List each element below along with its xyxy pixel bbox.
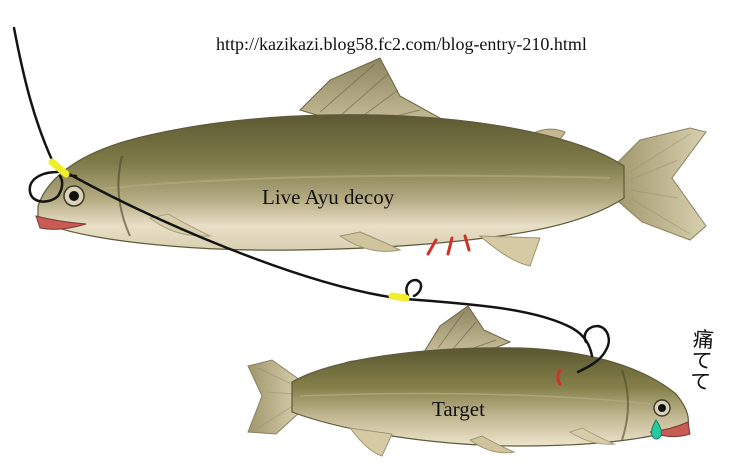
target-eye: [654, 400, 670, 416]
pain-exclamation: 痛てて: [681, 327, 717, 392]
decoy-fish: [36, 58, 706, 266]
decoy-body: [38, 115, 624, 250]
target-dorsal-fin: [424, 306, 510, 352]
decoy-anal-fin: [480, 236, 540, 266]
decoy-tail-fin: [612, 128, 706, 240]
source-url: http://kazikazi.blog58.fc2.com/blog-entr…: [216, 34, 587, 55]
decoy-eye: [64, 186, 84, 206]
fishing-hook-icon: [406, 280, 421, 296]
decoy-label: Live Ayu decoy: [262, 185, 394, 210]
target-body: [292, 348, 688, 446]
target-label: Target: [432, 397, 485, 422]
target-fish: [248, 306, 690, 456]
